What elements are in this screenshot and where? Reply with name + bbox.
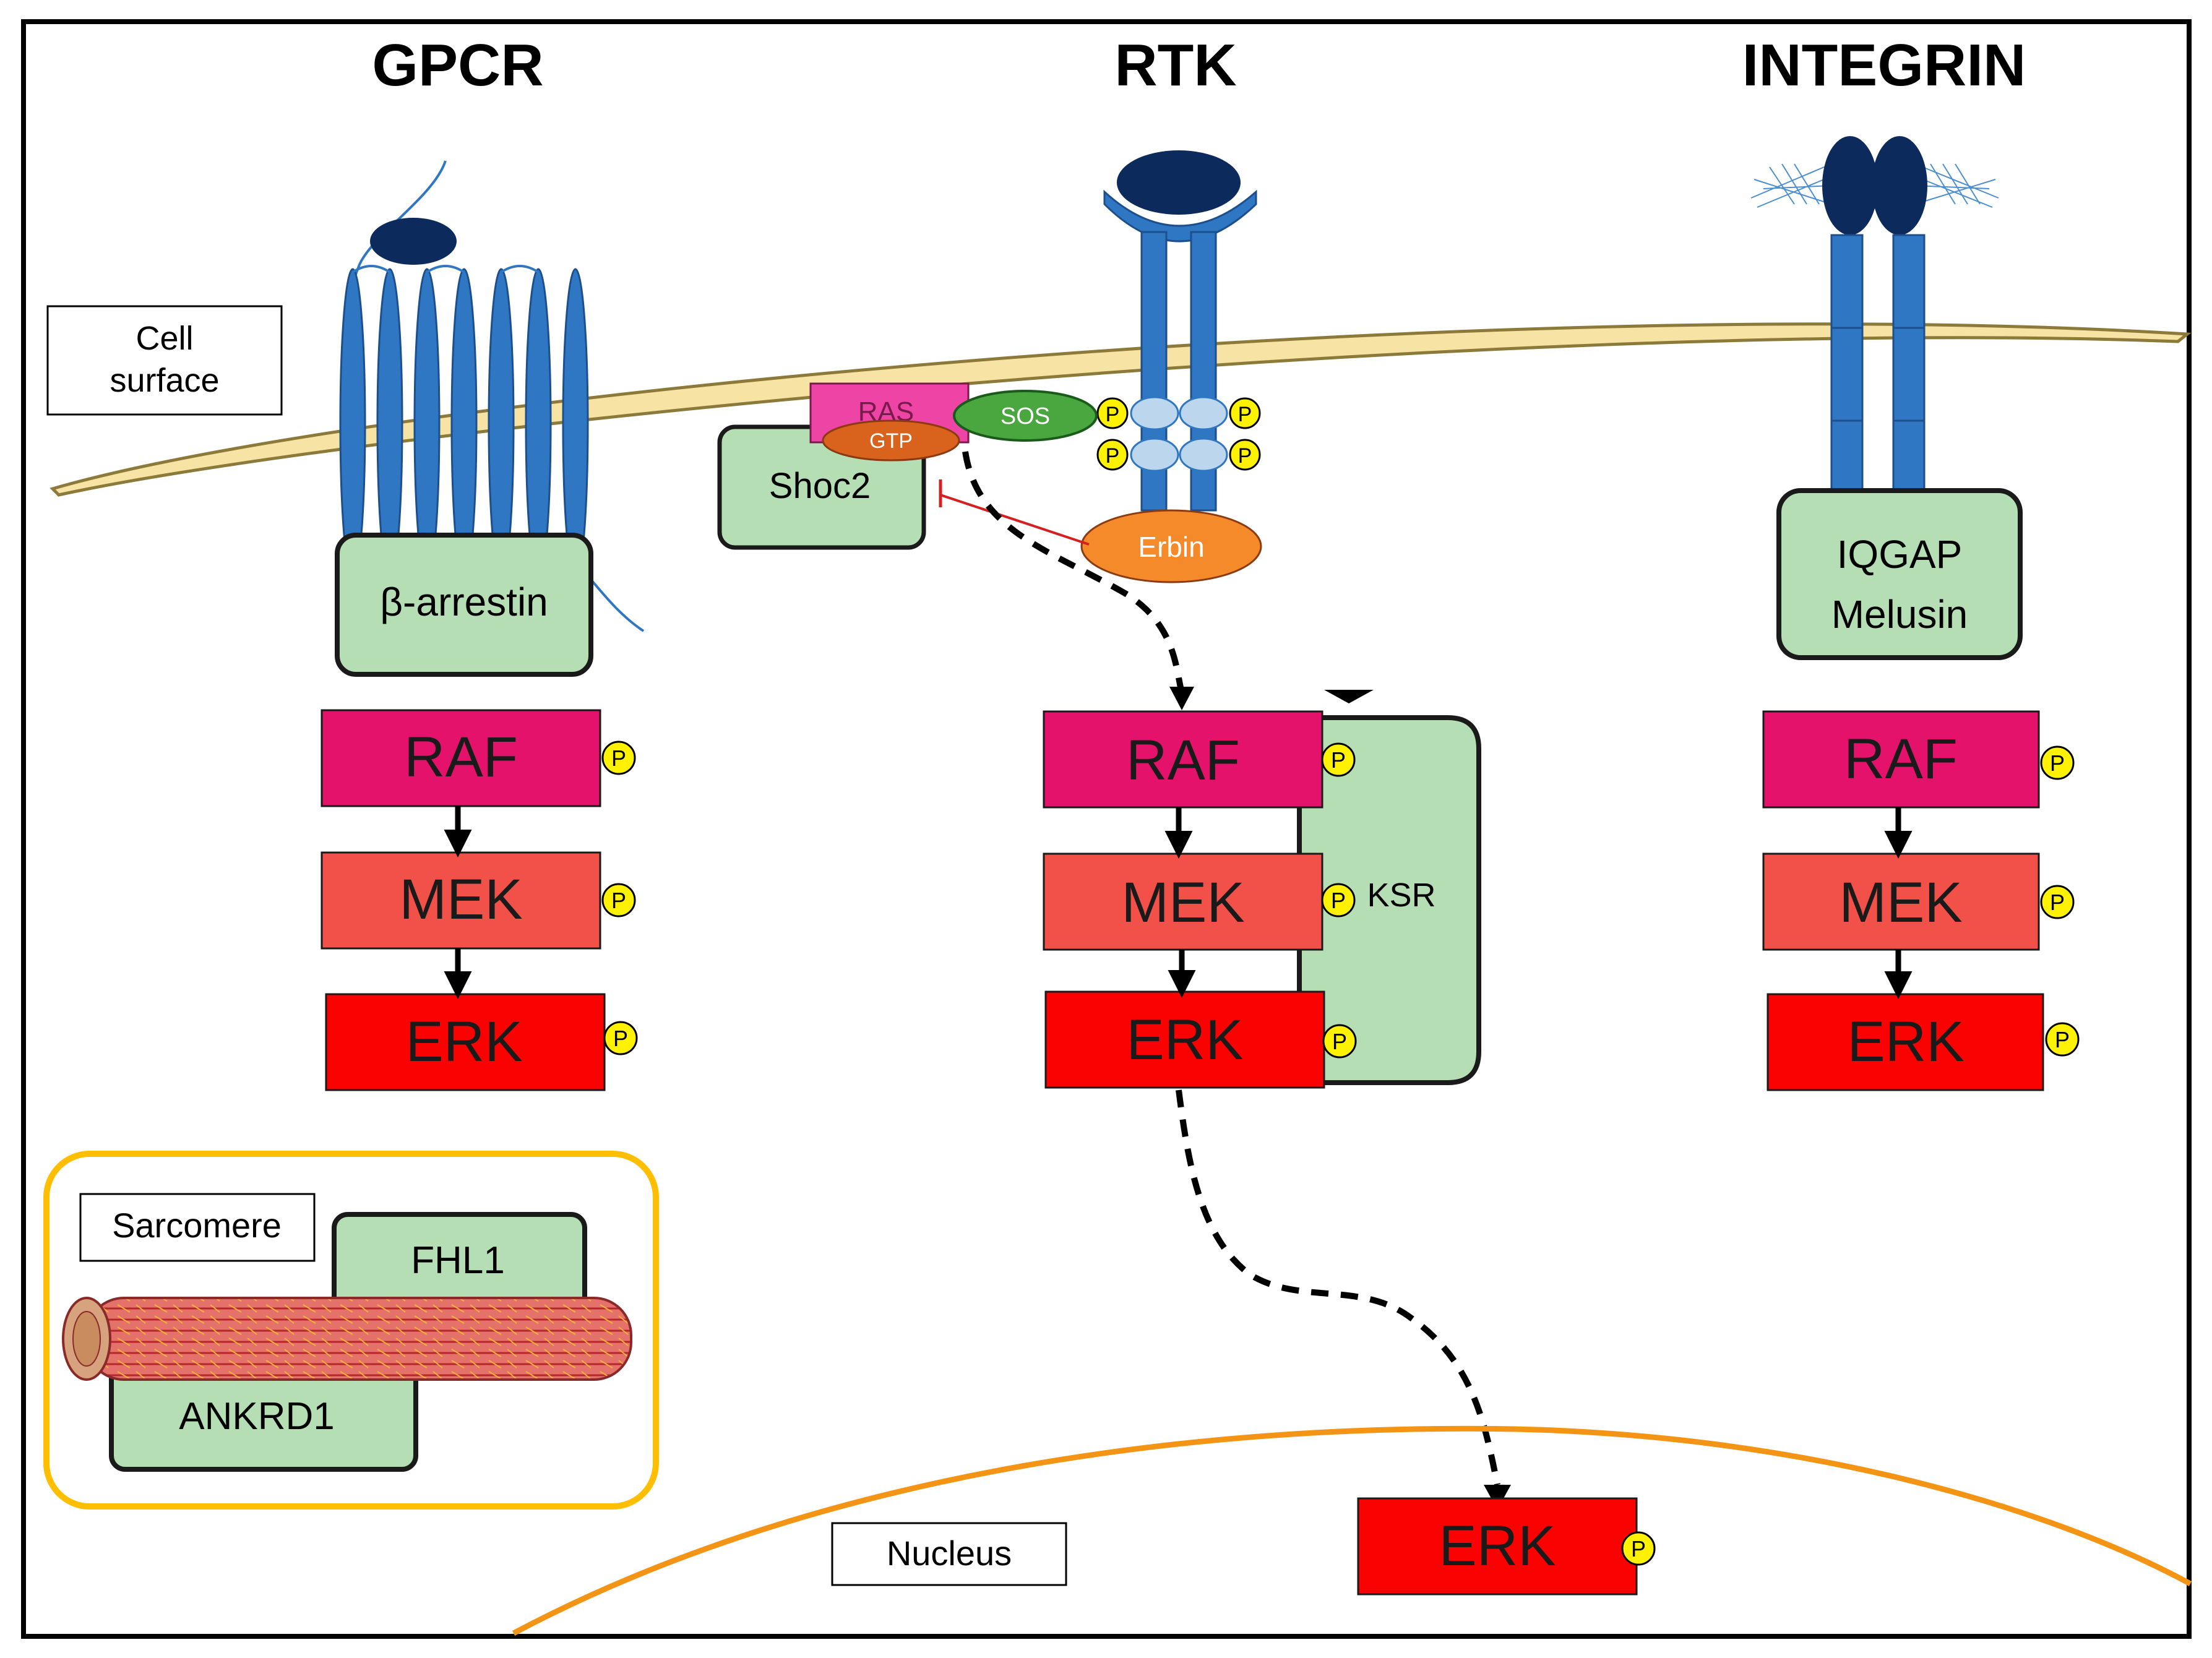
nuclear-erk-phospho xyxy=(1621,1531,1656,1566)
nuclear-erk-phospho-label: P xyxy=(1631,1536,1646,1561)
rtk-erk-label: ERK xyxy=(1126,1008,1243,1072)
rtk-mek-label: MEK xyxy=(1121,871,1244,934)
cell-surface-label: Cell xyxy=(136,320,193,357)
beta-arrestin-label: β-arrestin xyxy=(380,580,548,624)
integrin-mek-label: MEK xyxy=(1839,871,1962,934)
cell-surface-label-2: surface xyxy=(110,362,219,399)
rtk-title: RTK xyxy=(1114,32,1236,98)
gtp-ellipse xyxy=(822,419,960,462)
muscle-fiber xyxy=(62,1297,632,1381)
integrin-mek-phospho xyxy=(2040,885,2075,919)
erbin-label: Erbin xyxy=(1138,531,1204,563)
nucleus-label-box xyxy=(831,1522,1067,1586)
rtk-phospho-2-label: P xyxy=(1238,403,1252,426)
integrin-raf-phospho xyxy=(2040,745,2075,780)
iqgap-label: IQGAP xyxy=(1837,532,1963,577)
gpcr-erk-phospho-label: P xyxy=(613,1026,628,1051)
rtk-phospho-1 xyxy=(1096,397,1129,429)
rtk-erk-phospho xyxy=(1322,1024,1357,1059)
gpcr-mek-phospho-label: P xyxy=(611,888,626,913)
integrin-erk-phospho-label: P xyxy=(2055,1027,2070,1052)
rtk-phospho-1-label: P xyxy=(1106,403,1120,426)
rtk-phospho-3 xyxy=(1096,439,1129,471)
gpcr-erk-label: ERK xyxy=(405,1010,522,1073)
integrin-receptor xyxy=(1750,136,1999,515)
rtk-phospho-4 xyxy=(1229,439,1261,471)
integrin-mek-phospho-label: P xyxy=(2050,890,2065,915)
gpcr-title: GPCR xyxy=(372,32,543,98)
gpcr-raf-box xyxy=(321,709,601,807)
rtk-erk-box xyxy=(1044,990,1325,1089)
rtk-phospho-4-label: P xyxy=(1238,444,1252,468)
rtk-cascade: RAF P MEK P ERK P xyxy=(1043,710,1357,1089)
integrin-cascade: RAF P MEK P ERK P xyxy=(1762,710,2080,1091)
rtk-raf-phospho-label: P xyxy=(1331,747,1346,773)
iqgap-melusin-box xyxy=(1776,488,2023,660)
gpcr-receptor xyxy=(339,160,645,632)
integrin-raf-box xyxy=(1762,710,2040,809)
rtk-raf-label: RAF xyxy=(1126,729,1240,792)
nucleus-label: Nucleus xyxy=(887,1534,1012,1573)
integrin-beta-head xyxy=(1872,136,1927,235)
integrin-raf-phospho-label: P xyxy=(2050,750,2065,776)
rtk-mek-phospho-label: P xyxy=(1331,888,1346,913)
gpcr-ligand xyxy=(370,218,457,265)
nuclear-erk-box xyxy=(1357,1497,1638,1596)
rtk-raf-phospho xyxy=(1321,742,1356,777)
gpcr-cascade: RAF P MEK P ERK P xyxy=(321,709,638,1091)
erbin-inhibition-line xyxy=(940,494,1090,546)
gpcr-mek-label: MEK xyxy=(399,868,522,931)
rtk-receptor: P P P P xyxy=(1096,150,1261,512)
sarcomere-label: Sarcomere xyxy=(112,1206,282,1245)
gpcr-raf-label: RAF xyxy=(404,726,518,789)
ksr-label: KSR xyxy=(1367,877,1435,914)
nuclear-envelope xyxy=(512,1425,2192,1636)
fhl1-label: FHL1 xyxy=(411,1239,505,1282)
ksr-notch xyxy=(1324,690,1374,703)
gpcr-erk-box xyxy=(325,993,606,1091)
integrin-title: INTEGRIN xyxy=(1742,32,2026,98)
integrin-erk-label: ERK xyxy=(1847,1010,1964,1073)
integrin-alpha-head xyxy=(1822,136,1878,235)
integrin-raf-label: RAF xyxy=(1844,728,1958,791)
nuclear-erk-label: ERK xyxy=(1439,1514,1556,1578)
gpcr-mek-box xyxy=(321,851,601,950)
sarcomere-label-box xyxy=(79,1193,316,1262)
sos-label: SOS xyxy=(1001,403,1050,429)
ras-to-raf-arrow xyxy=(962,451,1185,694)
rtk-erk-phospho-label: P xyxy=(1332,1029,1347,1054)
gpcr-mek-phospho xyxy=(601,883,636,917)
gpcr-raf-phospho-label: P xyxy=(611,745,626,771)
ankrd1-label: ANKRD1 xyxy=(179,1395,335,1438)
gpcr-raf-phospho xyxy=(601,741,636,775)
integrin-erk-phospho xyxy=(2045,1022,2080,1057)
gpcr-erk-phospho xyxy=(603,1021,638,1055)
sos-ellipse xyxy=(953,390,1098,442)
integrin-erk-box xyxy=(1767,993,2044,1091)
rtk-phospho-2 xyxy=(1229,397,1261,429)
beta-arrestin-box xyxy=(335,533,593,677)
melusin-label: Melusin xyxy=(1831,592,1968,637)
erk-to-nucleus-arrow xyxy=(1176,1089,1500,1485)
rtk-phospho-3-label: P xyxy=(1106,444,1120,468)
gtp-label: GTP xyxy=(869,429,913,453)
erbin-ellipse xyxy=(1080,509,1262,583)
cell-surface-label-box xyxy=(46,305,283,416)
shoc2-label: Shoc2 xyxy=(769,466,871,506)
rtk-raf-box xyxy=(1043,710,1323,809)
rtk-ligand xyxy=(1117,150,1241,215)
rtk-mek-phospho xyxy=(1321,883,1356,917)
